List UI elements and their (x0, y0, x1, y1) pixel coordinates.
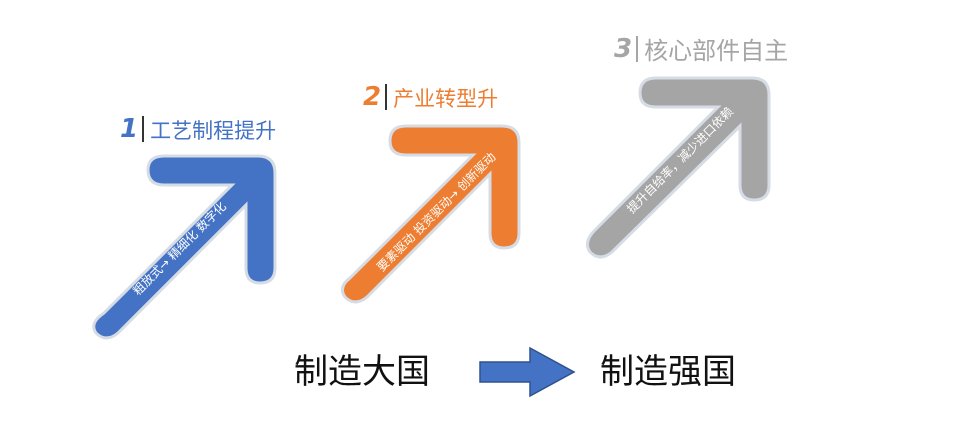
step-3-title: 核心部件自主 (644, 37, 789, 65)
from-label: 制造大国 (294, 352, 430, 392)
arrow-3-label: 提升自给率，减少进口依赖 (624, 104, 736, 216)
arrow-2-shape (340, 124, 521, 304)
step-1-header: 1 工艺制程提升 (120, 116, 276, 142)
step-2-title: 产业转型升 (393, 87, 499, 111)
step-2-divider (385, 84, 388, 110)
arrow-3: 提升自给率，减少进口依赖 (585, 76, 771, 259)
arrow-1: 粗放式→ 精细化 数字化 (92, 154, 277, 340)
arrow-2-label: 要素驱动 投资驱动→ 创新驱动 (374, 149, 499, 274)
step-3-number: 3 (614, 34, 633, 64)
step-1-number: 1 (120, 114, 139, 144)
transition-arrow-icon (479, 346, 576, 398)
arrow-1-label: 粗放式→ 精细化 数字化 (130, 199, 229, 298)
arrow-3-shape (585, 76, 771, 259)
step-2-number: 2 (363, 82, 382, 112)
step-2-header: 2 产业转型升 (363, 84, 498, 110)
step-3-header: 3 核心部件自主 (614, 34, 789, 65)
arrow-2: 要素驱动 投资驱动→ 创新驱动 (340, 124, 521, 304)
step-1-title: 工艺制程提升 (150, 119, 277, 143)
arrow-1-shape (92, 154, 277, 340)
to-label: 制造强国 (600, 352, 736, 392)
step-3-divider (636, 36, 639, 62)
step-1-divider (142, 116, 145, 142)
